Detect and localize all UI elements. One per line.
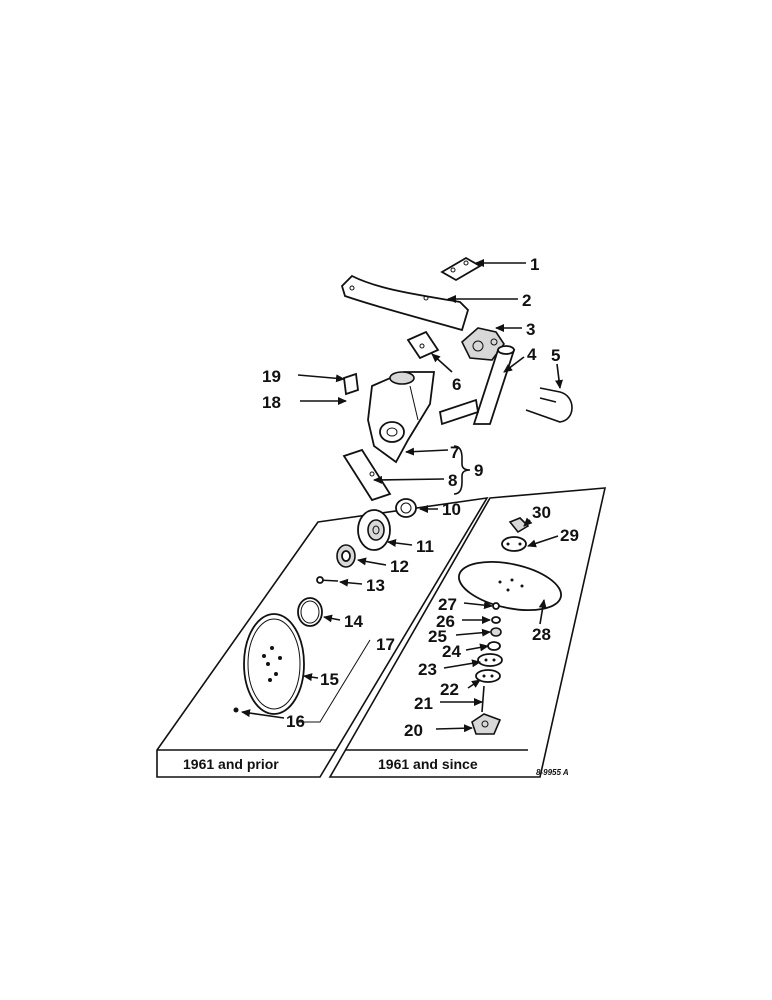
panel-right-outline [328, 487, 607, 778]
part-2-arm [340, 274, 470, 332]
part-24-ring [487, 641, 501, 651]
panel-label-prior: 1961 and prior [183, 756, 279, 772]
part-25-seal [490, 627, 502, 637]
callout-29: 29 [560, 526, 579, 545]
callout-11: 11 [416, 537, 434, 556]
callout-18: 18 [262, 393, 281, 412]
callout-5: 5 [551, 346, 560, 365]
part-14-ring [297, 597, 323, 627]
part-20-housing [471, 713, 502, 735]
part-19-tab [343, 372, 359, 396]
callout-27: 27 [438, 595, 457, 614]
part-10-ring [395, 498, 417, 518]
callout-6: 6 [452, 375, 461, 394]
drawing-code: 8-9955 A [536, 768, 569, 777]
leader-lines [241, 259, 563, 733]
part-12-bearing [336, 544, 356, 568]
part-7-bracket [367, 371, 436, 464]
bracket-17 [298, 639, 371, 723]
callout-28: 28 [532, 625, 551, 644]
callout-14: 14 [344, 612, 363, 631]
part-26-washer [491, 616, 501, 624]
part-28-disc-blade [458, 561, 562, 611]
part-13-bolt [316, 576, 339, 584]
callout-30: 30 [532, 503, 551, 522]
callout-15: 15 [320, 670, 339, 689]
callout-17: 17 [376, 635, 395, 654]
panel-left-outline [156, 496, 489, 778]
callout-22: 22 [440, 680, 459, 699]
part-23-flange [477, 653, 503, 667]
callout-20: 20 [404, 721, 423, 740]
callout-13: 13 [366, 576, 385, 595]
callout-23: 23 [418, 660, 437, 679]
callout-2: 2 [522, 291, 531, 310]
callout-21: 21 [414, 694, 433, 713]
part-21-spindle [481, 685, 485, 713]
part-3-clamp [461, 327, 505, 361]
callout-16: 16 [286, 712, 305, 731]
callout-8: 8 [448, 471, 457, 490]
part-27-washer [492, 602, 500, 610]
part-15-disc [243, 613, 305, 715]
callout-3: 3 [526, 320, 535, 339]
callout-10: 10 [442, 500, 461, 519]
callout-24: 24 [442, 642, 461, 661]
part-5-u-bolt [525, 387, 573, 423]
callout-numbers: 1 2 3 4 5 6 7 8 9 10 11 12 13 14 15 16 1… [262, 255, 579, 740]
callout-9: 9 [474, 461, 483, 480]
part-6-plate [406, 330, 440, 360]
part-8-scraper [342, 448, 392, 502]
callout-19: 19 [262, 367, 281, 386]
callout-25: 25 [428, 627, 447, 646]
part-22-flange [475, 669, 501, 683]
callout-4: 4 [527, 345, 537, 364]
callout-26: 26 [436, 612, 455, 631]
callout-1: 1 [530, 255, 539, 274]
part-29-flange [501, 536, 527, 552]
part-1-plate [440, 256, 482, 282]
part-11-hub [357, 509, 391, 551]
callout-12: 12 [390, 557, 409, 576]
part-16-bolt [233, 707, 239, 713]
callout-7: 7 [450, 443, 459, 462]
panel-label-since: 1961 and since [378, 756, 478, 772]
